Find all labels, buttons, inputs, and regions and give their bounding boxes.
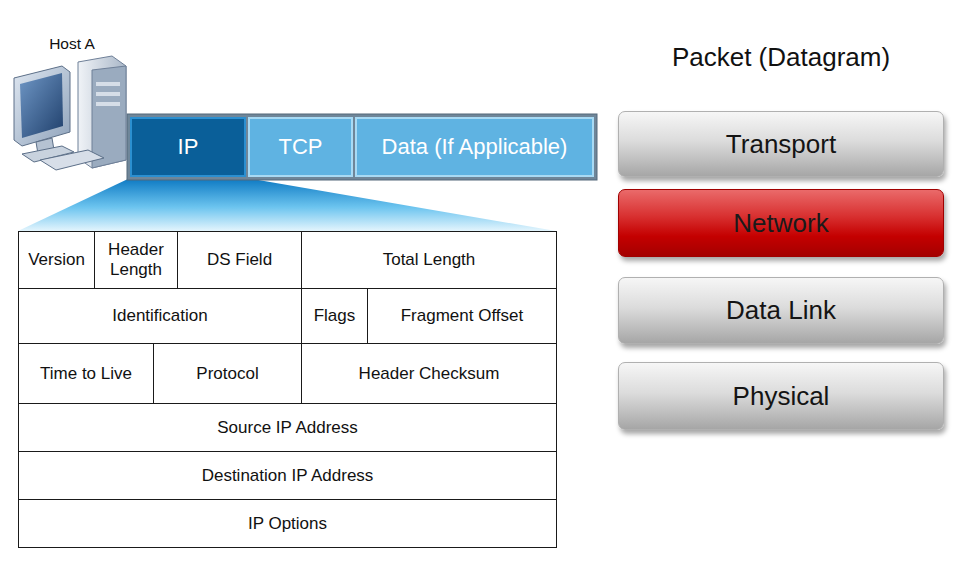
- node-text: Data Link: [726, 295, 836, 326]
- node-text: Data (If Applicable): [382, 134, 568, 160]
- layer-band: Physical: [618, 362, 944, 430]
- header-field: Fragment Offset: [401, 306, 524, 326]
- header-field: Destination IP Address: [202, 466, 374, 486]
- table-cell: Version: [18, 231, 95, 289]
- table-cell: Header Checksum: [301, 343, 557, 404]
- layer-band: Data Link: [618, 277, 944, 344]
- data-box: Data (If Applicable): [355, 117, 594, 177]
- header-field: Protocol: [196, 364, 258, 384]
- header-field: Identification: [112, 306, 207, 326]
- host-label: Host A: [49, 35, 95, 53]
- node-text: Transport: [726, 129, 836, 160]
- header-field: Time to Live: [40, 364, 132, 384]
- node-text: Physical: [733, 381, 830, 412]
- table-cell: Total Length: [301, 231, 557, 289]
- header-field: Version: [28, 250, 85, 270]
- tcp-header-box: TCP: [248, 117, 353, 177]
- table-cell: IP Options: [18, 499, 557, 548]
- header-field: Total Length: [383, 250, 476, 270]
- table-cell: Flags: [301, 288, 368, 344]
- label-box: Host A: [30, 34, 114, 54]
- table-cell: Protocol: [153, 343, 302, 404]
- header-field: Header Checksum: [359, 364, 500, 384]
- header-field: Flags: [314, 306, 356, 326]
- table-cell: Fragment Offset: [367, 288, 557, 344]
- layer-band-active: Network: [618, 189, 944, 257]
- table-cell: Destination IP Address: [18, 451, 557, 500]
- packet-frame: [127, 114, 597, 180]
- header-field: Header Length: [99, 240, 173, 279]
- node-text: TCP: [279, 134, 323, 160]
- callout-fan: [18, 178, 556, 231]
- header-field: IP Options: [248, 514, 327, 534]
- diagram-title: Packet (Datagram): [618, 42, 944, 73]
- table-cell: Header Length: [94, 231, 178, 289]
- table-cell: Time to Live: [18, 343, 154, 404]
- node-text: IP: [178, 134, 199, 160]
- table-cell: DS Field: [177, 231, 302, 289]
- header-field: DS Field: [207, 250, 272, 270]
- ip-header-box: IP: [130, 117, 246, 177]
- computer-icon: [14, 56, 126, 170]
- node-text: Network: [733, 208, 828, 239]
- table-cell: Source IP Address: [18, 403, 557, 452]
- header-field: Source IP Address: [217, 418, 358, 438]
- table-cell: Identification: [18, 288, 302, 344]
- layer-band: Transport: [618, 111, 944, 177]
